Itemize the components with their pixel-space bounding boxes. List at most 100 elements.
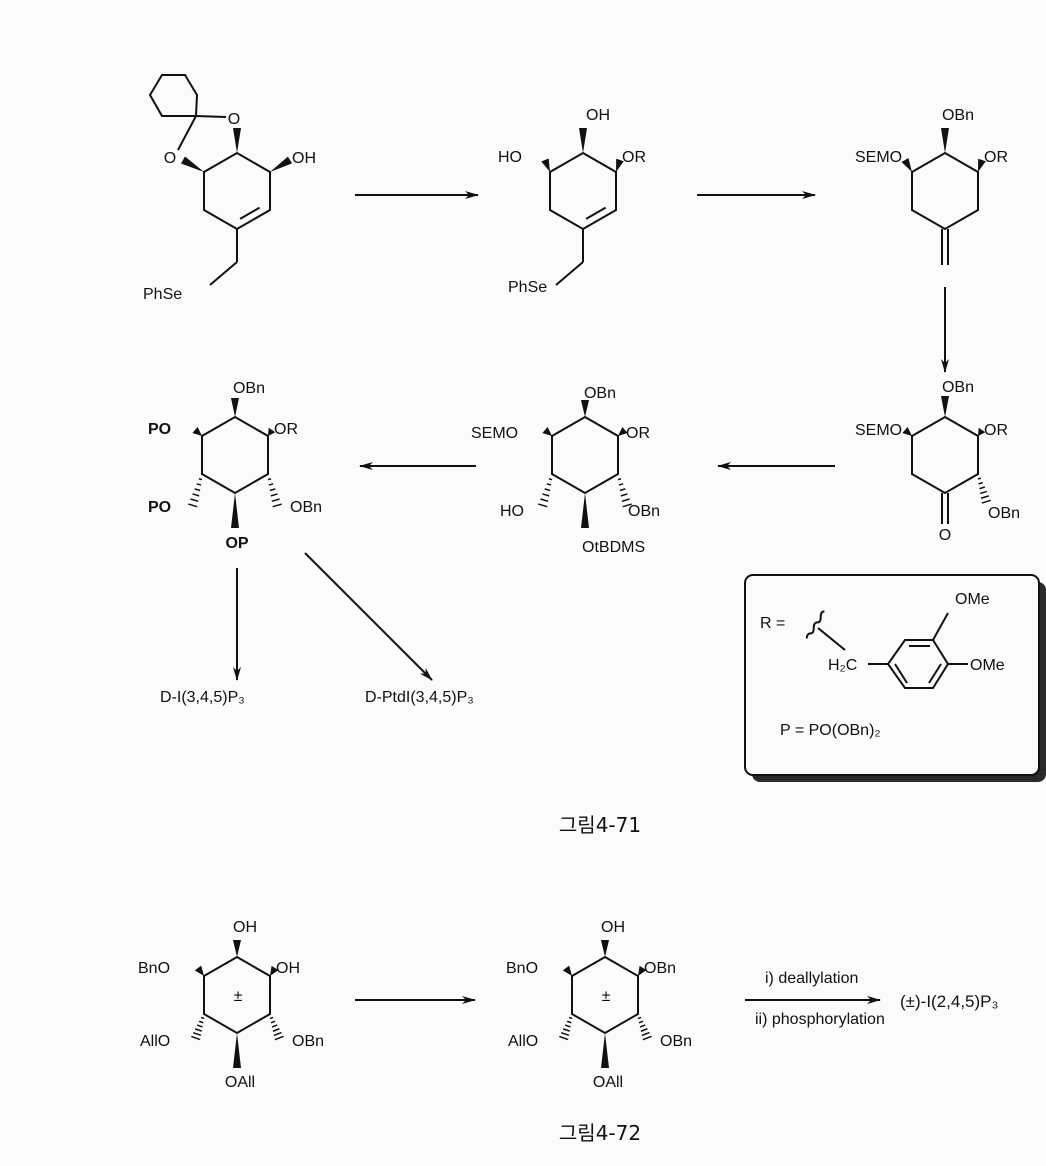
hashed-bond bbox=[269, 1016, 274, 1020]
wedge-bond bbox=[270, 156, 293, 172]
hashed-bond bbox=[196, 1024, 203, 1028]
hashed-bond bbox=[618, 483, 624, 486]
hashed-bond bbox=[621, 498, 630, 503]
hashed-bond bbox=[270, 1020, 276, 1024]
atom-label: OR bbox=[274, 421, 298, 438]
atom-label: SEMO bbox=[855, 422, 902, 439]
atom-label: OBn bbox=[988, 505, 1020, 522]
atom-label: AllO bbox=[508, 1033, 538, 1050]
wedge-bond bbox=[541, 158, 550, 172]
hashed-bond bbox=[559, 1035, 569, 1041]
atom-label: BnO bbox=[506, 960, 538, 977]
double-bond bbox=[239, 206, 261, 220]
wedge-bond bbox=[233, 128, 241, 153]
hashed-bond bbox=[196, 483, 202, 486]
hashed-bond bbox=[641, 1031, 650, 1037]
hashed-bond bbox=[200, 1016, 205, 1020]
hashed-bond bbox=[272, 503, 282, 508]
atom-label: PhSe bbox=[143, 286, 182, 303]
compound-2: OH HO OR PhSe bbox=[498, 107, 646, 296]
compound-3: OBn SEMO OR bbox=[855, 107, 1008, 166]
compound-a: OH OH BnO AllO OBn OAll ± bbox=[138, 919, 324, 1091]
atom-label: OBn bbox=[584, 385, 616, 402]
hashed-bond bbox=[546, 483, 552, 486]
hashed-bond bbox=[272, 1028, 280, 1032]
atom-label: PO bbox=[148, 499, 171, 516]
double-bond bbox=[585, 206, 607, 220]
cyclohexane-ring bbox=[148, 74, 199, 117]
hashed-bond bbox=[188, 503, 198, 508]
hashed-bond bbox=[269, 488, 276, 492]
cyclohexane-ring bbox=[203, 151, 271, 231]
compound-1: O O OH PhSe bbox=[143, 111, 316, 303]
hashed-bond bbox=[268, 483, 274, 486]
wedge-bond bbox=[941, 396, 949, 417]
step-2-label: ii) phosphorylation bbox=[755, 1011, 885, 1028]
atom-label: OR bbox=[622, 149, 646, 166]
wedge-bond bbox=[268, 427, 276, 436]
r-definition-label: R = bbox=[760, 615, 785, 632]
hashed-bond bbox=[198, 1020, 204, 1024]
compound-b: OH OBn BnO AllO OBn OAll ± bbox=[506, 919, 692, 1091]
cyclohexane-ring bbox=[201, 415, 269, 495]
wedge-bond bbox=[581, 493, 589, 528]
atom-label: OP bbox=[225, 535, 248, 552]
hashed-bond bbox=[619, 488, 626, 492]
step-1-label: i) deallylation bbox=[765, 970, 858, 987]
atom-label: OBn bbox=[644, 960, 676, 977]
wedge-bond bbox=[231, 398, 239, 417]
hashed-bond bbox=[271, 1024, 278, 1028]
wedge-bond bbox=[618, 426, 628, 436]
atom-label: OH bbox=[292, 150, 316, 167]
substituent-legend-box: R = H₂C OMe OMe P = PO(OBn)₂ bbox=[744, 574, 1046, 782]
atom-label: OBn bbox=[292, 1033, 324, 1050]
ome-right-label: OMe bbox=[970, 657, 1005, 674]
hashed-bond bbox=[622, 503, 632, 508]
wedge-bond bbox=[233, 940, 241, 957]
cyclohexane-ring bbox=[549, 151, 617, 231]
atom-label: OR bbox=[984, 422, 1008, 439]
hashed-bond bbox=[981, 499, 992, 504]
hashed-bond bbox=[640, 1028, 648, 1032]
atom-label: SEMO bbox=[855, 149, 902, 166]
figure-caption-4-71: 그림4-71 bbox=[559, 813, 641, 837]
wedge-bond bbox=[601, 1033, 609, 1068]
wedge-bond bbox=[194, 965, 204, 976]
atom-label: OBn bbox=[628, 503, 660, 520]
hashed-bond bbox=[638, 1020, 644, 1024]
racemic-sign: ± bbox=[602, 988, 611, 1005]
hashed-bond bbox=[562, 1028, 570, 1032]
hashed-bond bbox=[639, 1024, 646, 1028]
wedge-bond bbox=[233, 1033, 241, 1068]
wedge-bond bbox=[638, 965, 647, 976]
atom-label: SEMO bbox=[471, 425, 518, 442]
wedge-bond bbox=[902, 426, 912, 436]
bond bbox=[932, 612, 949, 641]
hashed-bond bbox=[192, 493, 200, 497]
hashed-bond bbox=[564, 1024, 571, 1028]
wedge-bond bbox=[616, 158, 624, 172]
hashed-bond bbox=[979, 486, 986, 490]
atom-label: OR bbox=[626, 425, 650, 442]
bond bbox=[195, 115, 227, 118]
h2c-label: H₂C bbox=[828, 657, 857, 674]
atom-label: PhSe bbox=[508, 279, 547, 296]
atom-label: O bbox=[164, 150, 176, 167]
hashed-bond bbox=[620, 493, 628, 497]
cyclohexane-ring bbox=[551, 415, 619, 495]
wedge-bond bbox=[601, 940, 609, 957]
hashed-bond bbox=[980, 490, 988, 495]
reaction-arrow-7 bbox=[304, 552, 433, 681]
bond-layer bbox=[148, 74, 992, 1068]
figure-caption-4-72: 그림4-72 bbox=[559, 1121, 641, 1145]
compound-5: OBn SEMO OR HO OBn OtBDMS bbox=[471, 385, 660, 556]
hashed-bond bbox=[978, 481, 984, 485]
hashed-bond bbox=[566, 1020, 572, 1024]
wavy-bond-icon bbox=[805, 610, 825, 639]
atom-label: O bbox=[228, 111, 240, 128]
hashed-bond bbox=[560, 1031, 570, 1037]
wedge-bond bbox=[542, 426, 552, 436]
hashed-bond bbox=[267, 478, 272, 481]
atom-label: OBn bbox=[233, 380, 265, 397]
